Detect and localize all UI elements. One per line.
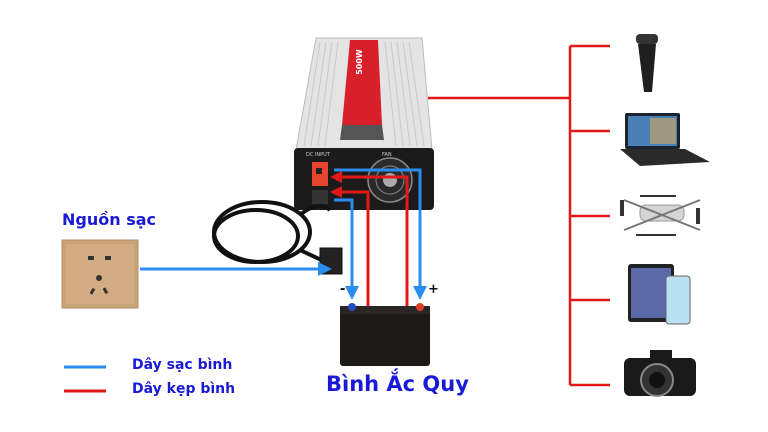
inverter-icon: 500W DC INPUT FAN	[294, 37, 434, 210]
tablet-phone-icon	[628, 264, 691, 325]
wall-socket-icon	[61, 239, 139, 309]
charge-wires	[140, 168, 422, 290]
power-source-label: Nguồn sạc	[62, 210, 156, 229]
battery-icon	[340, 303, 430, 366]
output-bus	[428, 44, 610, 387]
camera-icon	[624, 350, 696, 397]
drone-icon	[620, 195, 701, 236]
laptop-icon	[620, 113, 710, 166]
svg-text:500W: 500W	[355, 49, 364, 75]
svg-text:FAN: FAN	[382, 152, 392, 158]
svg-text:DC INPUT: DC INPUT	[306, 152, 331, 158]
shaver-icon	[636, 34, 658, 92]
legend-charge-label: Dây sạc bình	[132, 357, 233, 373]
positive-terminal-label: +	[428, 282, 439, 297]
clamp-wires	[340, 175, 409, 306]
power-cord-icon	[212, 200, 343, 275]
negative-terminal-label: -	[340, 282, 346, 297]
charge-arrows	[318, 262, 427, 300]
legend-clamp-label: Dây kẹp bình	[132, 381, 236, 397]
battery-label: Bình Ắc Quy	[326, 372, 469, 396]
